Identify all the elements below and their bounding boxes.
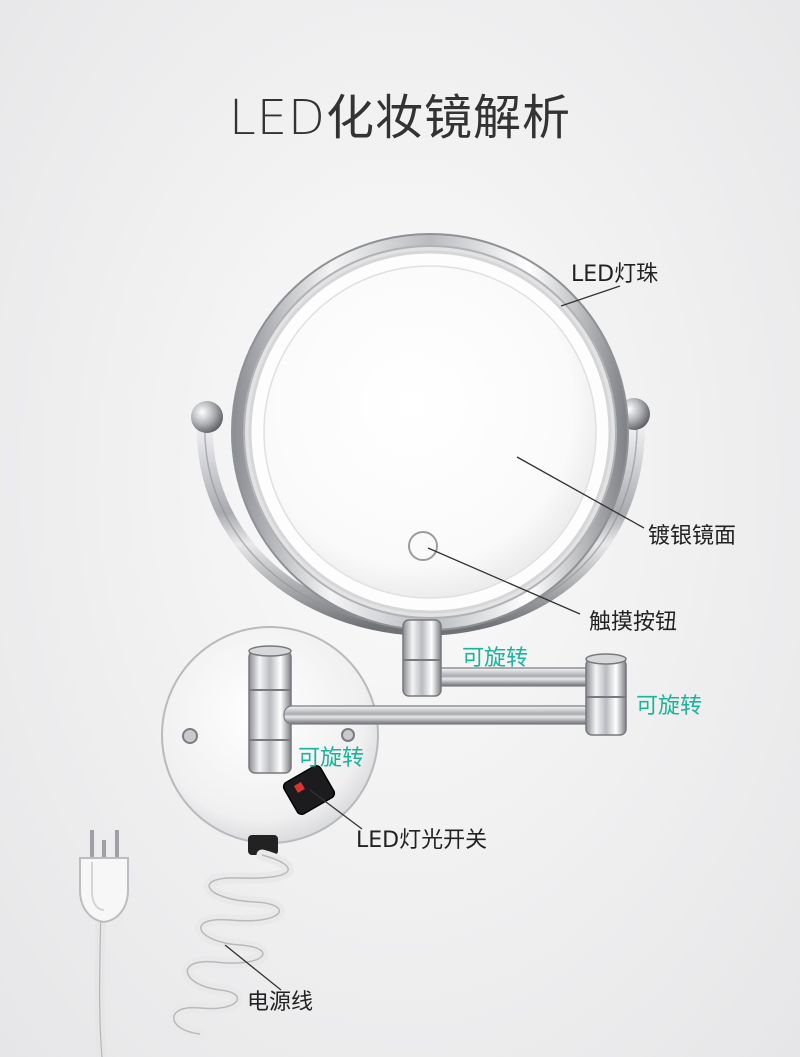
label-light-switch: LED灯光开关 bbox=[356, 828, 488, 853]
label-silver-mirror: 镀银镜面 bbox=[648, 524, 737, 549]
screw-hole-icon bbox=[182, 728, 198, 744]
label-led-beads: LED灯珠 bbox=[571, 262, 659, 287]
callout-lines bbox=[224, 285, 645, 991]
label-rotate-elbow: 可旋转 bbox=[636, 694, 703, 719]
label-rotate-stem: 可旋转 bbox=[462, 646, 529, 671]
mirror-face bbox=[263, 265, 597, 599]
cord-connector bbox=[248, 835, 278, 855]
led-switch-icon bbox=[282, 764, 336, 816]
page-title: LED化妆镜解析 bbox=[228, 90, 572, 146]
label-touch-button: 触摸按钮 bbox=[589, 610, 678, 635]
power-plug-icon bbox=[79, 830, 129, 924]
lower-swing-arm bbox=[283, 705, 601, 725]
label-power-cord: 电源线 bbox=[247, 990, 314, 1015]
mirror-stem-pivot bbox=[402, 619, 442, 697]
pivot-knob-left bbox=[191, 401, 223, 433]
touch-button-icon bbox=[408, 531, 438, 561]
label-rotate-base: 可旋转 bbox=[298, 746, 365, 771]
